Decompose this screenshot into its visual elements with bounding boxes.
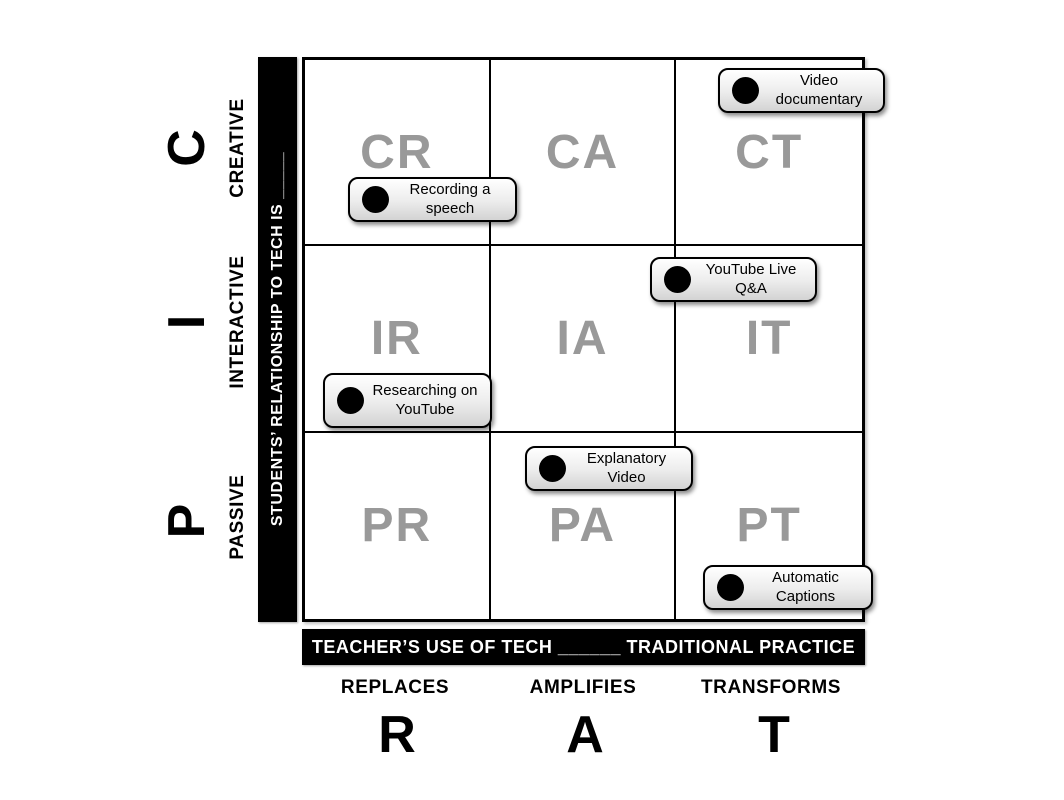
cell-ir-label: IR [370,311,423,365]
cell-cr[interactable]: CR [305,60,491,247]
x-axis-bar: TEACHER’S USE OF TECH ______ TRADITIONAL… [302,629,865,665]
x-axis-bar-label: TEACHER’S USE OF TECH ______ TRADITIONAL… [311,636,856,657]
picrat-grid: CR CA CT IR IA IT PR PA PT [302,57,865,622]
token-recording-a-speech[interactable]: Recording a speech [348,177,517,222]
y-axis-letter-passive: P [158,503,216,539]
token-label: YouTube Live Q&A [705,260,797,297]
token-dot-icon [539,455,566,482]
cell-cr-label: CR [360,125,434,179]
cell-ia[interactable]: IA [490,246,677,433]
token-label: Automatic Captions [772,568,839,605]
y-axis-letter-creative: C [158,129,216,167]
token-youtube-live-qa[interactable]: YouTube Live Q&A [650,257,817,302]
y-axis-bar-label: STUDENTS’ RELATIONSHIP TO TECH IS _____ [269,151,286,527]
cell-ir[interactable]: IR [305,246,491,433]
cell-pt[interactable]: PT [676,433,862,619]
cell-it[interactable]: IT [676,246,862,433]
cell-ct[interactable]: CT [676,60,862,247]
cell-pa-label: PA [548,499,617,553]
cell-pr[interactable]: PR [305,432,491,619]
token-automatic-captions[interactable]: Automatic Captions [703,565,873,610]
token-dot-icon [337,387,364,414]
cell-pt-label: PT [736,499,802,553]
cell-ct-label: CT [735,125,804,179]
x-axis-label-amplifies: AMPLIFIES [529,677,637,698]
token-dot-icon [664,266,691,293]
y-axis-label-creative: CREATIVE [227,98,248,198]
cell-it-label: IT [745,311,793,365]
cell-pr-label: PR [361,499,433,553]
cell-pa[interactable]: PA [491,432,677,619]
y-axis-bar [258,57,297,622]
token-dot-icon [717,574,744,601]
cell-ca[interactable]: CA [490,60,677,247]
token-dot-icon [732,77,759,104]
token-label: Video documentary [775,71,863,108]
cell-ca-label: CA [545,125,620,179]
token-dot-icon [362,186,389,213]
x-axis-letter-replaces: R [378,706,416,764]
token-video-documentary[interactable]: Video documentary [718,68,885,113]
y-axis-letter-interactive: I [158,314,216,330]
cell-ia-label: IA [556,311,609,365]
y-axis-label-passive: PASSIVE [227,474,248,560]
token-explanatory-video[interactable]: Explanatory Video [525,446,693,491]
x-axis-label-transforms: TRANSFORMS [700,677,842,698]
x-axis-letter-amplifies: A [566,706,604,764]
token-label: Researching on YouTube [372,381,478,418]
x-axis-label-replaces: REPLACES [340,677,450,698]
token-label: Explanatory Video [586,449,667,486]
token-researching-on-youtube[interactable]: Researching on YouTube [323,373,492,428]
x-axis-letter-transforms: T [758,706,790,764]
token-label: Recording a speech [409,180,491,217]
y-axis-label-interactive: INTERACTIVE [227,255,248,389]
